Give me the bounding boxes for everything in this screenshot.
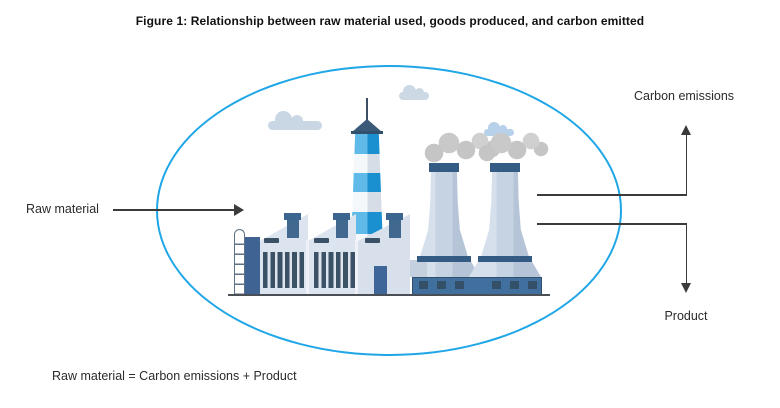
ladder-icon (234, 229, 245, 236)
carbon-emissions-arrow (685, 134, 688, 195)
tower-base-building (412, 277, 542, 295)
cooling-tower-band (417, 256, 471, 262)
ladder-icon (234, 235, 245, 296)
raw-material-label: Raw material (26, 202, 99, 216)
cooling-tower-cap (429, 163, 459, 172)
factory-slit-window (365, 238, 380, 243)
base-window (528, 281, 537, 289)
equation-text: Raw material = Carbon emissions + Produc… (52, 369, 297, 383)
roof-vent-icon (287, 220, 299, 238)
carbon-emissions-arrow (537, 194, 687, 196)
product-arrow (685, 224, 688, 284)
factory-slit-window (314, 238, 329, 243)
cooling-tower-band (478, 256, 532, 262)
factory-window-bars (263, 252, 304, 288)
ground-line (228, 294, 550, 296)
roof-vent-icon (386, 213, 403, 220)
raw-material-arrowhead-icon (234, 203, 244, 216)
base-window (437, 281, 446, 289)
factory-section-divider (355, 240, 358, 296)
cloud-icon (268, 111, 322, 130)
product-arrow (537, 223, 687, 225)
connector-structure (410, 260, 427, 277)
base-window (419, 281, 428, 289)
chimney-antenna-icon (366, 98, 368, 121)
roof-vent-icon (284, 213, 301, 220)
factory-section-divider (306, 240, 309, 296)
silo-icon (245, 237, 260, 296)
roof-vent-icon (336, 220, 348, 238)
cooling-tower-cap (490, 163, 520, 172)
factory-slit-window (264, 238, 279, 243)
smoke-icon (477, 130, 551, 164)
factory-window-bars (314, 252, 355, 288)
raw-material-arrow (113, 209, 235, 211)
roof-vent-icon (333, 213, 350, 220)
roof-vent-icon (389, 220, 401, 238)
base-window (510, 281, 519, 289)
striped-chimney-icon (351, 134, 383, 248)
carbon-emissions-arrowhead-icon (680, 125, 691, 135)
figure-title: Figure 1: Relationship between raw mater… (135, 14, 645, 28)
factory-door (374, 266, 387, 296)
product-arrowhead-icon (680, 283, 691, 293)
product-label: Product (664, 309, 708, 323)
chimney-roof-lip (351, 131, 383, 134)
base-window (455, 281, 464, 289)
carbon-emissions-label: Carbon emissions (633, 89, 735, 103)
base-window (492, 281, 501, 289)
cloud-icon (399, 85, 429, 100)
